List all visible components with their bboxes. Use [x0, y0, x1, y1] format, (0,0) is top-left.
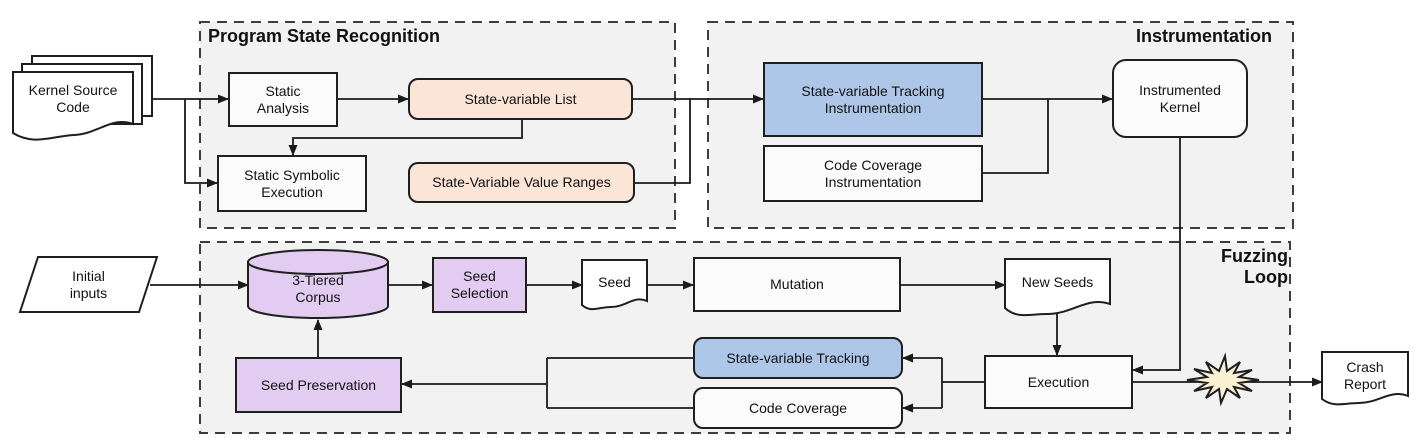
node-state-variable-value-ranges: State-Variable Value Ranges [408, 162, 635, 203]
kernel-source-doc-stack [12, 55, 153, 141]
node-instrumented-kernel: Instrumented Kernel [1112, 59, 1248, 138]
seed-doc-shape [581, 259, 648, 311]
node-seed-preservation: Seed Preservation [235, 357, 402, 413]
label-new-seeds: New Seeds [1021, 273, 1094, 290]
node-state-variable-tracking-instrumentation: State-variable Tracking Instrumentation [763, 62, 983, 137]
section-title-program-state-recognition: Program State Recognition [208, 26, 441, 46]
connector-arrows [150, 94, 1323, 413]
node-execution: Execution [984, 355, 1133, 409]
label-crash-report: Crash Report [1343, 359, 1387, 392]
node-state-variable-tracking: State-variable Tracking [693, 337, 903, 379]
node-static-symbolic-execution: Static Symbolic Execution [217, 155, 367, 212]
label-initial-inputs: Initial inputs [69, 267, 108, 301]
connectors [546, 98, 1048, 409]
initial-inputs-parallelogram [18, 256, 159, 313]
label-seed: Seed [598, 273, 631, 290]
label-kernel-source-code: Kernel Source Code [28, 82, 118, 115]
node-code-coverage: Code Coverage [693, 387, 903, 429]
node-state-variable-list: State-variable List [408, 78, 633, 120]
section-title-fuzzing-loop: Fuzzing Loop [1221, 246, 1288, 287]
crash-explosion-icon [1186, 352, 1260, 407]
corpus-cylinder [247, 249, 389, 319]
cylinder-body [247, 261, 389, 319]
new-seeds-doc-shape [1004, 258, 1111, 317]
section-title-instrumentation: Instrumentation [1135, 26, 1272, 46]
node-static-analysis: Static Analysis [228, 72, 338, 127]
node-code-coverage-instrumentation: Code Coverage Instrumentation [763, 145, 983, 202]
label-3-tiered-corpus: 3-Tiered Corpus [292, 272, 344, 305]
node-seed-selection: Seed Selection [432, 257, 527, 313]
node-mutation: Mutation [693, 257, 901, 312]
crash-report-doc-shape [1321, 351, 1409, 406]
doc-page-front [12, 71, 134, 141]
cylinder-top [247, 249, 389, 275]
